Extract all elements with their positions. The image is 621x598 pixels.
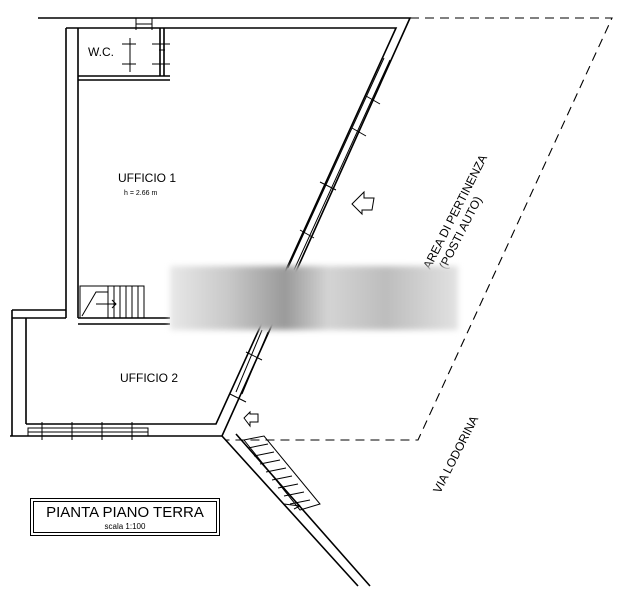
- entrance-arrow-small-icon: [243, 410, 259, 428]
- building-walls: [10, 17, 412, 437]
- drawing-title: PIANTA PIANO TERRA: [46, 504, 204, 521]
- internal-stair: [79, 285, 145, 319]
- drawing-scale: scala 1:100: [104, 522, 146, 531]
- wc-partition: [78, 18, 170, 81]
- pertinence-area-outline: [226, 17, 613, 441]
- street-label: VIA LODORINA: [430, 414, 481, 496]
- room-height-office1: h = 2.66 m: [124, 190, 157, 197]
- room-label-wc: W.C.: [88, 45, 114, 59]
- title-block: PIANTA PIANO TERRA scala 1:100: [30, 498, 220, 536]
- room-label-office2: UFFICIO 2: [120, 371, 178, 385]
- room-label-office1: UFFICIO 1: [118, 171, 176, 185]
- external-stair: [221, 433, 371, 587]
- south-window: [27, 422, 149, 440]
- redacted-region: [170, 266, 458, 330]
- entrance-arrow-icon: [351, 190, 375, 216]
- slanted-wall-windows: [229, 57, 391, 403]
